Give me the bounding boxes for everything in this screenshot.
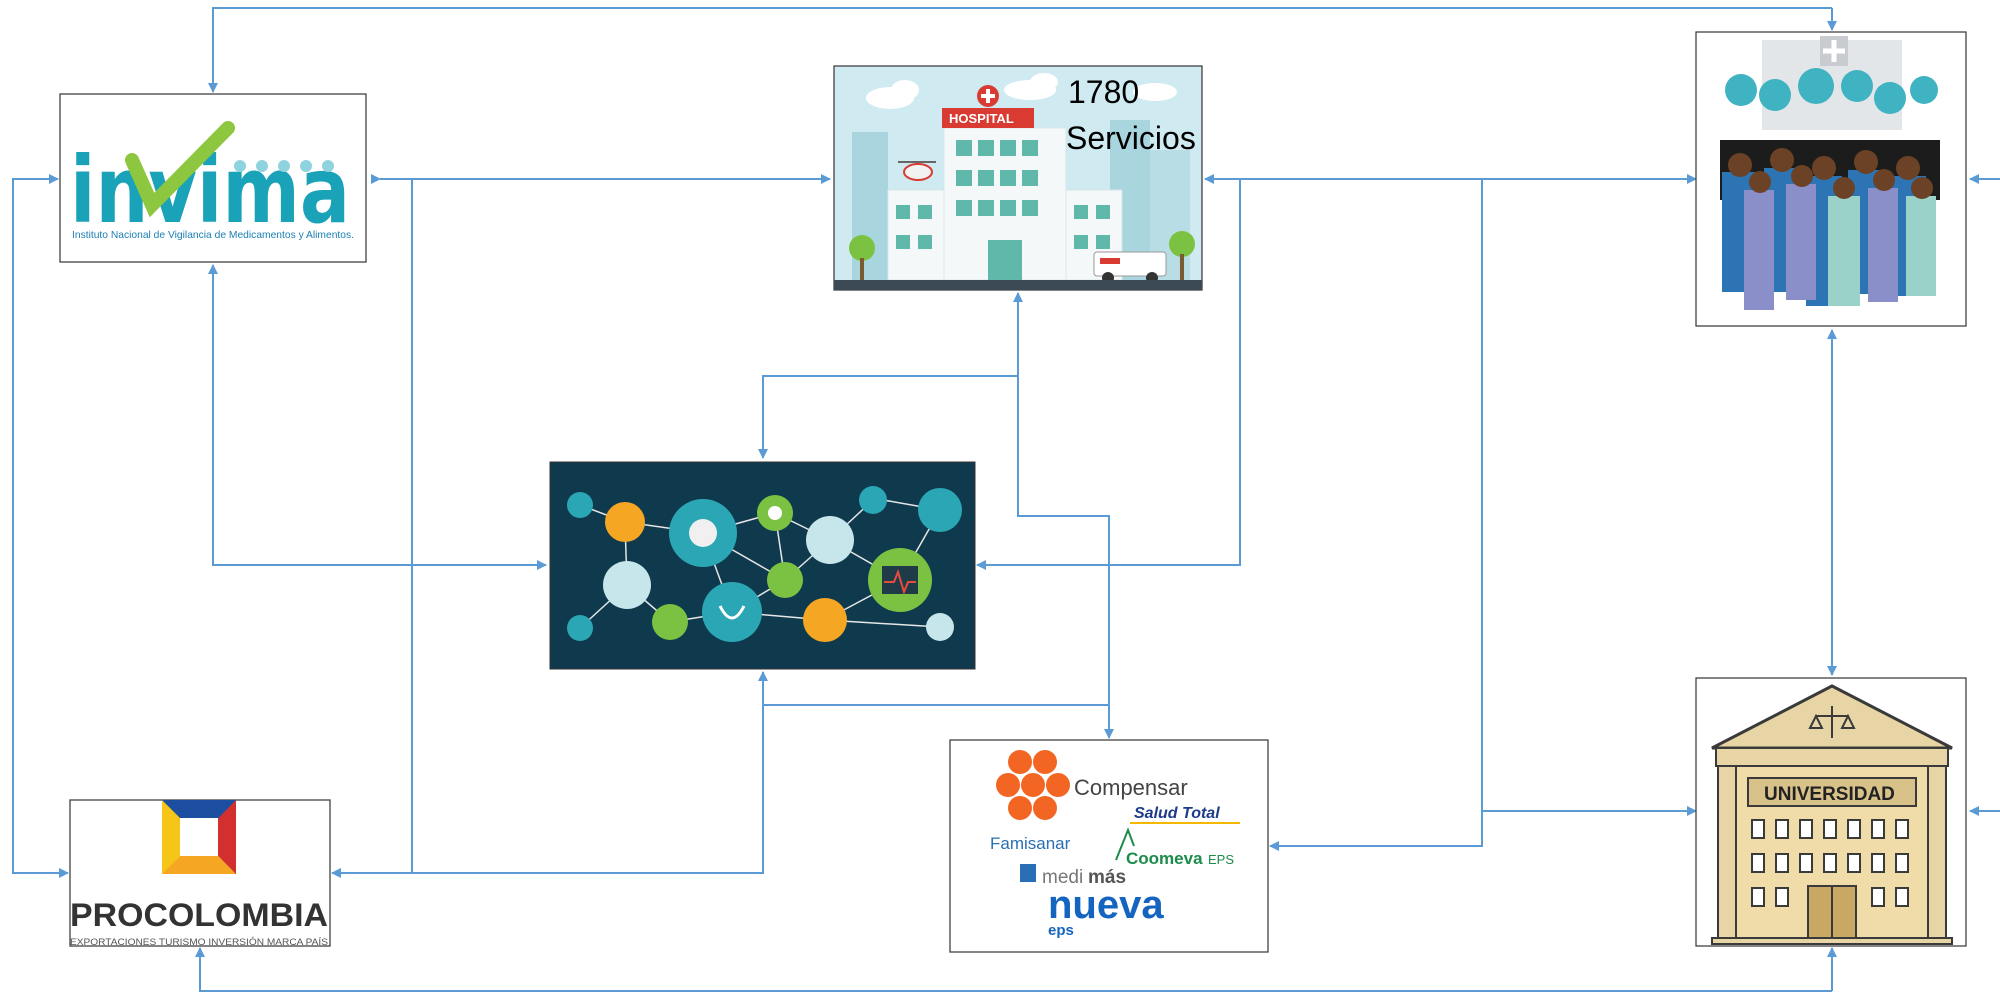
medical-icons-row [1725,68,1938,114]
syringe-icon [652,604,688,640]
microscope-icon [803,598,847,642]
connector-hospital-eps [1017,376,1114,739]
coomeva-eps-label: EPS [1208,852,1234,867]
tooth-icon [567,615,593,641]
procolombia-logo-icon [162,800,236,874]
procolombia-tagline: EXPORTACIONES TURISMO INVERSIÓN MARCA PA… [70,937,328,948]
tree-icon [849,235,875,261]
connector-hospital-network [758,375,1018,459]
cloud-icon [866,73,1177,109]
eps-node: Compensar Salud Total Famisanar Coomeva … [949,739,1269,953]
procolombia-name: PROCOLOMBIA [70,897,328,933]
connector-right-network [976,179,1241,570]
hospital-count: 1780 [1068,74,1139,110]
medimas-label-b: más [1088,867,1126,888]
medimas-label-a: medi [1042,867,1083,888]
salud-total-label: Salud Total [1134,805,1220,822]
connector-network-procolombia [412,705,764,874]
connector-eps-link [1269,179,1483,851]
compensar-label: Compensar [1074,775,1188,800]
invima-node: invima Instituto Nacional de Vigilancia … [59,93,367,263]
invima-logo: invima Instituto Nacional de Vigilancia … [70,121,354,244]
medimas-icon [1020,864,1036,882]
health-network-node [549,461,976,670]
nueva-eps-sub: eps [1048,922,1074,939]
hospital-services: Servicios [1066,120,1196,156]
connector-inner-vertical [331,179,413,878]
crowd-icon [1720,140,1940,310]
stethoscope-icon [702,582,762,642]
universidad-label: UNIVERSIDAD [1764,784,1895,805]
scales-icon [1808,706,1856,738]
glasses-icon [767,562,803,598]
dots-icon [234,160,334,172]
universidad-node: UNIVERSIDAD [1695,677,1967,947]
doctor-icon [806,516,854,564]
procolombia-node: PROCOLOMBIA EXPORTACIONES TURISMO INVERS… [69,799,331,948]
hospital-sign: HOSPITAL [949,111,1014,126]
checkmark-icon [125,121,235,218]
column-icon [1717,765,1737,943]
nueva-eps-label: nueva [1048,883,1164,927]
connector-top-bus [208,7,1832,93]
connector-invima-network [212,265,547,570]
connector-bottom-bus [195,947,1832,992]
hospital-node: HOSPITAL 1780 Se [833,65,1203,291]
invima-subtitle: Instituto Nacional de Vigilancia de Medi… [72,229,354,241]
coomeva-icon [1115,827,1135,861]
medical-staff-node [1695,31,1967,327]
famisanar-label: Famisanar [990,834,1071,853]
helicopter-icon [898,161,936,181]
connectors [12,7,2000,992]
clipboard-icon [603,561,651,609]
heart-icon [1798,68,1834,104]
first-aid-icon [926,613,954,641]
connector-invima-procolombia-left [12,178,69,878]
connector-eps-network [758,671,1109,706]
compensar-logo-icon [996,750,1070,820]
coomeva-label: Coomeva [1126,849,1203,868]
pill-icon [689,519,717,547]
